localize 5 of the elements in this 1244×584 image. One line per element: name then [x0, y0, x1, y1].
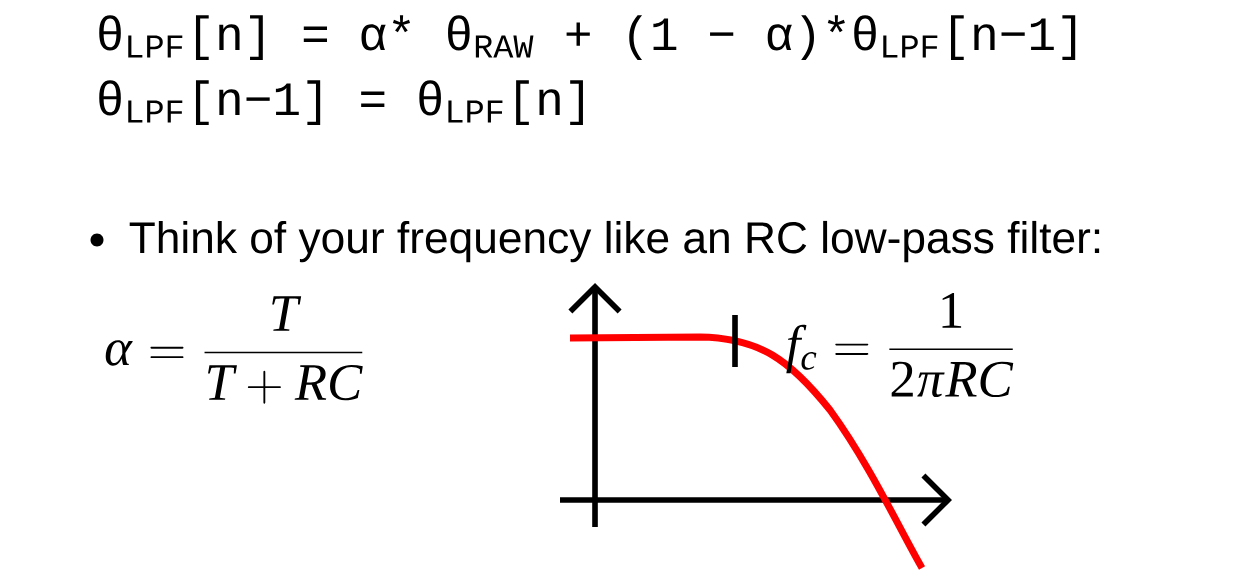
bullet-text: Think of your frequency like an RC low-pass filter: — [129, 220, 1100, 263]
formula: $f_c = \frac{1}{2\pi RC}$ — [786, 292, 1014, 398]
code-line: θ$_{LPF}$[n] = α* θ$_{RAW}$ + (1 − α)*θ$_{LPF}$[n−1] — [99, 15, 1076, 60]
formula: $\alpha = \frac{T}{T+RC}$ — [105, 296, 363, 404]
code-line: θ$_{LPF}$[n−1] = θ$_{LPF}$[n] — [99, 80, 583, 125]
